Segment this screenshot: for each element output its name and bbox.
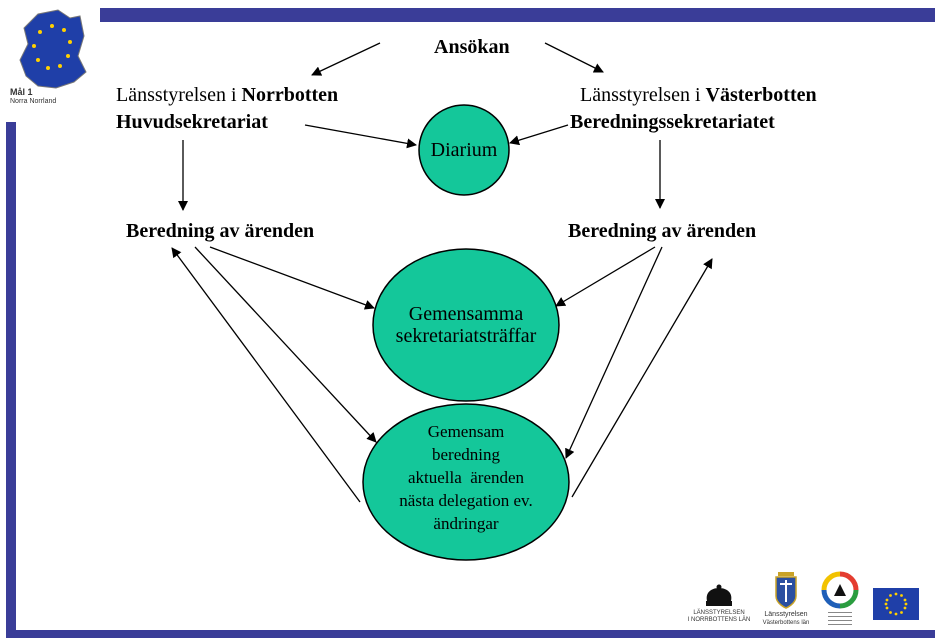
arrow-joint-leftstep <box>171 247 361 503</box>
color-ring-icon <box>821 571 859 609</box>
joint-line-1: Gemensam <box>427 421 505 441</box>
joint-text: Gemensam beredning aktuella ärenden näst… <box>380 412 552 542</box>
coat-of-arms-icon <box>775 572 797 609</box>
joint-node <box>362 403 570 561</box>
right-step-label: Beredning av ärenden <box>568 220 757 242</box>
arrow-rightstep-joint <box>565 246 663 459</box>
vasterbotten-line2: Västerbottens län <box>762 620 810 626</box>
norrbotten-logo: LÄNSSTYRELSEN I NORRBOTTENS LÄN <box>686 584 752 626</box>
eu-flag <box>873 588 919 620</box>
arrow-leftstep-meeting <box>209 246 375 310</box>
arrow-ansokan-right <box>544 42 604 73</box>
right-unit-label: Beredningssekretariatet <box>570 111 775 133</box>
vasterbotten-line1: Länsstyrelsen <box>764 611 808 618</box>
ansokan-label: Ansökan <box>434 36 510 58</box>
logo-subtitle: Norra Norrland <box>10 98 57 105</box>
right-county: Västerbotten <box>705 84 817 106</box>
left-county: Norrbotten <box>241 84 339 106</box>
bottom-frame-bar <box>6 630 935 638</box>
joint-line-4: nästa delegation ev. <box>399 490 533 510</box>
joint-line-3: aktuella ärenden <box>407 467 525 487</box>
diarium-text: Diarium <box>430 139 498 161</box>
arrow-rightstep-meeting <box>555 246 656 307</box>
meeting-line-1: Gemensamma <box>408 303 524 325</box>
mal1-map-icon <box>19 9 87 89</box>
joint-line-2: beredning <box>432 444 500 464</box>
norrbotten-line1: LÄNSSTYRELSEN <box>693 610 745 616</box>
left-step-label: Beredning av ärenden <box>126 220 315 242</box>
crown-icon <box>706 584 732 606</box>
left-county-label: Länsstyrelsen i Norrbotten <box>116 84 338 106</box>
norrbotten-line2: I NORRBOTTENS LÄN <box>687 617 751 623</box>
left-frame-bar <box>6 122 16 636</box>
meeting-node <box>372 248 560 402</box>
meeting-line-2: sekretariatsträffar <box>395 325 537 347</box>
meeting-text: Gemensamma sekretariatsträffar <box>373 290 559 360</box>
mal1-logo: Mål 1 Norra Norrland <box>8 6 94 110</box>
left-unit-label: Huvudsekretariat <box>116 111 268 133</box>
arrow-joint-rightstep <box>571 258 713 498</box>
vasterbotten-logo: Länsstyrelsen Västerbottens län <box>760 570 812 628</box>
samverkan-caption-lines <box>828 612 852 628</box>
arrow-ansokan-left <box>311 42 381 76</box>
top-frame-bar <box>100 8 935 22</box>
right-prefix: Länsstyrelsen i <box>580 84 706 106</box>
right-county-label: Länsstyrelsen i Västerbotten <box>580 84 817 106</box>
joint-line-5: ändringar <box>433 513 499 533</box>
diarium-node <box>418 104 510 196</box>
samverkan-logo <box>818 570 862 630</box>
eu-stars-icon <box>884 592 908 616</box>
left-prefix: Länsstyrelsen i <box>116 84 242 106</box>
arrow-left-diarium <box>304 124 417 149</box>
logo-title: Mål 1 <box>10 87 33 97</box>
arrow-right-diarium <box>509 124 569 146</box>
arrow-leftstep-joint <box>194 246 377 443</box>
